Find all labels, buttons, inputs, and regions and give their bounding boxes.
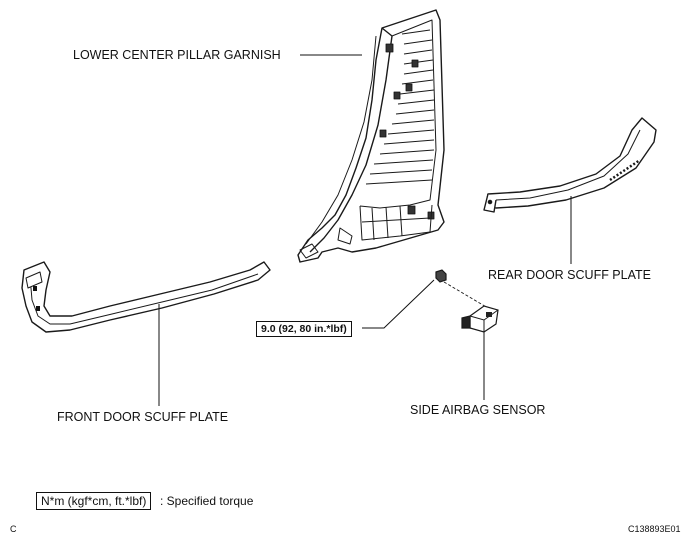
section-letter: C [10,524,17,534]
torque-value-box: 9.0 (92, 80 in.*lbf) [256,321,352,337]
legend-unit-box: N*m (kgf*cm, ft.*lbf) [36,492,152,510]
leader-lines [158,54,572,406]
legend-description: : Specified torque [160,494,254,508]
figure-code: C138893E01 [628,524,681,534]
rear-door-scuff-plate-label: REAR DOOR SCUFF PLATE [488,268,651,282]
lower-center-pillar-garnish-label: LOWER CENTER PILLAR GARNISH [73,48,281,62]
side-airbag-sensor-label: SIDE AIRBAG SENSOR [410,403,546,417]
side-airbag-sensor-part [435,269,499,333]
front-door-scuff-plate-label: FRONT DOOR SCUFF PLATE [57,410,229,424]
front-door-scuff-plate [21,261,271,333]
lower-center-pillar-garnish [297,9,445,263]
rear-door-scuff-plate [483,117,657,213]
